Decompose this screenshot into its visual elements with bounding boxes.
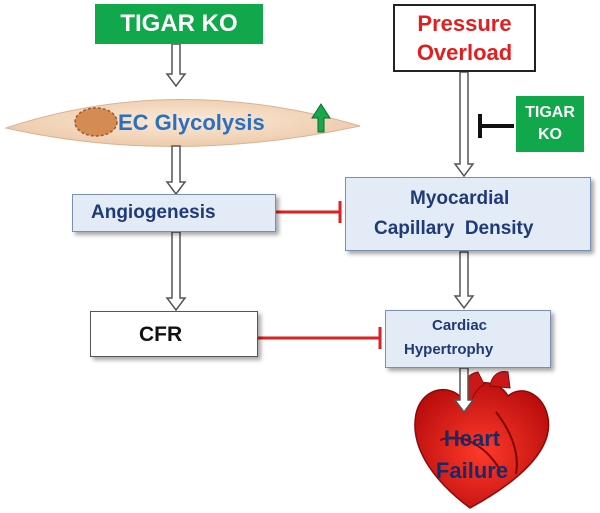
- inhibit-cfr-hypertrophy: [258, 327, 382, 349]
- heart-icon: [414, 371, 550, 509]
- tigar-ko-side-line1: TIGAR: [525, 104, 575, 121]
- cardiac-line1: Cardiac: [432, 317, 488, 334]
- inhibit-tigar-pressure: [478, 114, 514, 138]
- tigar-ko-label: TIGAR KO: [120, 10, 238, 37]
- pressure-overload-box: Pressure Overload: [393, 4, 536, 72]
- arrow-tigar-to-glycolysis: [165, 43, 187, 88]
- myocardial-line1: Myocardial: [410, 188, 510, 209]
- up-arrow-icon: [311, 103, 331, 133]
- pressure-overload-line2: Overload: [416, 40, 513, 65]
- cell-nucleus-icon: [74, 107, 118, 137]
- arrow-glycolysis-to-angiogenesis: [165, 145, 187, 196]
- myocardial-capillary-density-box: Myocardial Capillary Density: [345, 177, 591, 251]
- cfr-label: CFR: [139, 323, 183, 346]
- inhibit-angiogenesis-capillary: [275, 201, 342, 223]
- tigar-ko-side-line2: KO: [538, 126, 562, 143]
- arrow-hypertrophy-to-heart: [453, 367, 475, 414]
- cardiac-hypertrophy-box: Cardiac Hypertrophy: [385, 310, 551, 368]
- arrow-capillary-to-hypertrophy: [453, 251, 475, 310]
- tigar-ko-side-box: TIGAR KO: [516, 96, 584, 152]
- angiogenesis-label: Angiogenesis: [91, 202, 216, 223]
- arrow-angiogenesis-to-cfr: [165, 231, 187, 312]
- tigar-ko-box: TIGAR KO: [95, 4, 263, 44]
- angiogenesis-box: Angiogenesis: [72, 194, 276, 232]
- heart-failure-line2: Failure: [435, 458, 509, 483]
- heart-failure-line1: Heart: [443, 426, 501, 451]
- ec-glycolysis-label: EC Glycolysis: [118, 110, 265, 135]
- myocardial-line2: Capillary Density: [374, 218, 534, 239]
- cfr-box: CFR: [90, 311, 258, 357]
- cardiac-line2: Hypertrophy: [404, 341, 494, 358]
- pressure-overload-line1: Pressure: [417, 11, 512, 36]
- arrow-pressure-to-capillary: [453, 71, 475, 178]
